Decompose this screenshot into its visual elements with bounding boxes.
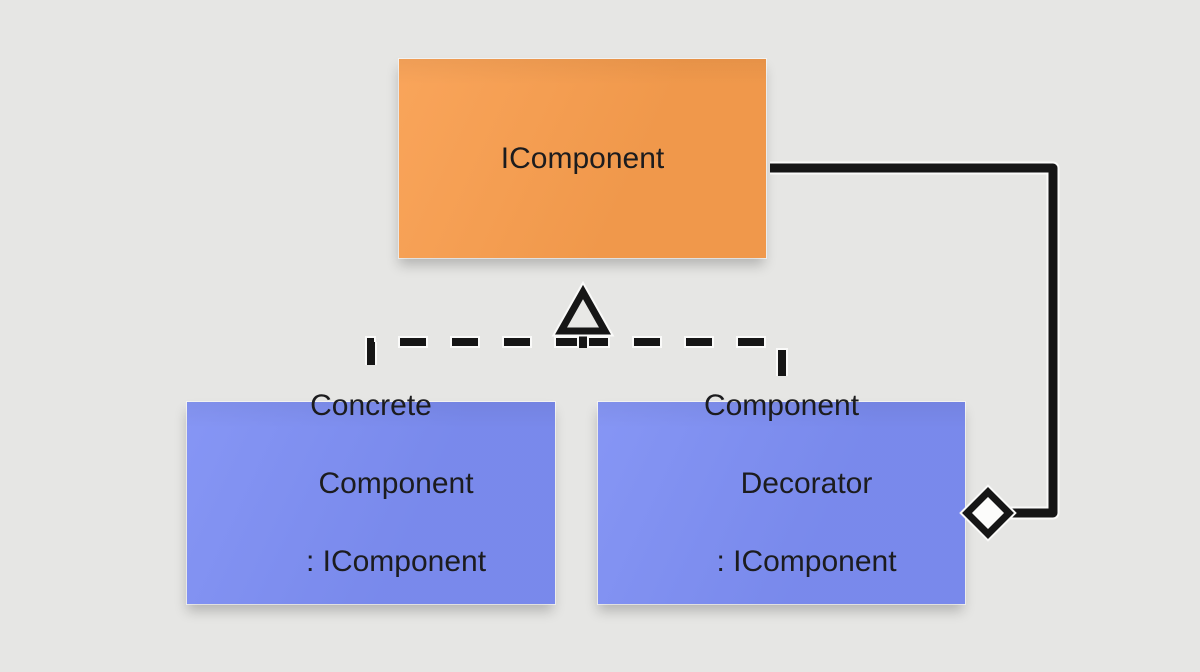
decorator-line-3: : IComponent <box>716 545 897 578</box>
realization-connector[interactable] <box>365 280 788 376</box>
node-icomponent-label: IComponent <box>500 142 665 175</box>
aggregation-connector[interactable] <box>770 161 1060 542</box>
node-component-decorator[interactable]: Component Decorator : IComponent <box>598 389 965 604</box>
aggregation-line <box>770 163 1058 518</box>
node-concrete-component-label: Concrete Component : IComponent <box>256 386 486 620</box>
concrete-line-1: Concrete <box>310 389 432 422</box>
decorator-line-2: Decorator <box>740 467 873 500</box>
concrete-line-3: : IComponent <box>305 545 487 578</box>
realization-dashed-line-left <box>367 338 583 365</box>
node-concrete-component[interactable]: Concrete Component : IComponent <box>187 389 555 604</box>
decorator-line-1: Component <box>703 389 860 422</box>
node-icomponent[interactable]: IComponent <box>399 59 766 258</box>
concrete-line-2: Component <box>318 467 474 500</box>
realization-dashed-line-right <box>583 338 786 376</box>
node-component-decorator-label: Component Decorator : IComponent <box>666 386 897 620</box>
realization-dash-halo-right <box>583 336 788 376</box>
aggregation-diamond-halo <box>959 484 1017 542</box>
